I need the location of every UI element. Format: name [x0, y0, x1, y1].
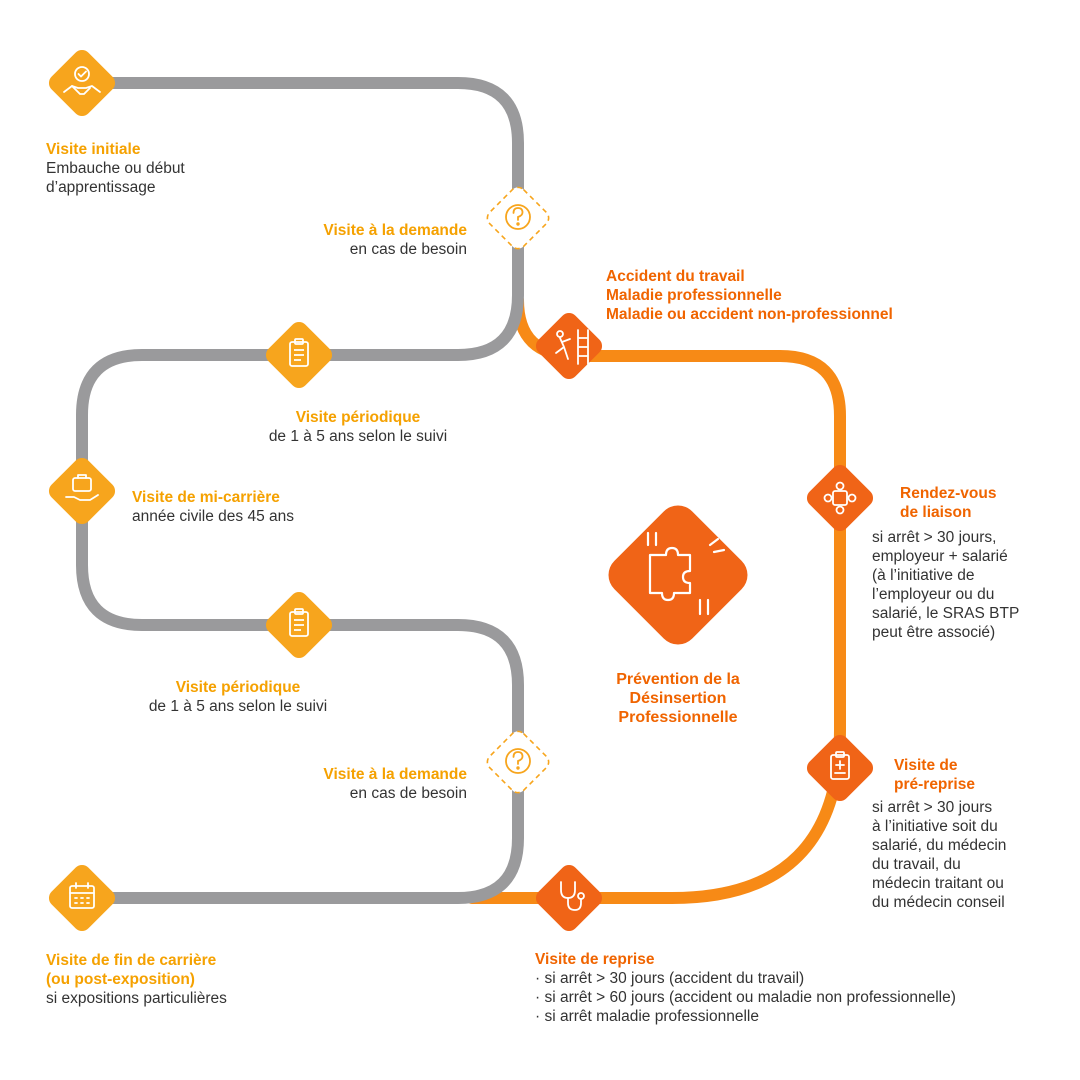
desc: si arrêt > 30 jours à l’initiative soit … [872, 799, 1007, 911]
node-periodique-2[interactable] [262, 588, 336, 662]
node-mi-carriere[interactable] [45, 454, 119, 528]
node-demande-2[interactable] [484, 728, 552, 796]
node-demande-1[interactable] [484, 184, 552, 252]
label-prevention: Prévention de la Désinsertion Profession… [616, 671, 740, 726]
title: Visite de mi-carrière [132, 489, 280, 506]
label-reprise: Visite de reprise · si arrêt > 30 jours … [535, 950, 956, 1026]
clipboard-icon [289, 338, 309, 367]
line-3: Maladie ou accident non-professionnel [606, 306, 893, 323]
node-rendez-vous[interactable] [803, 461, 877, 535]
meeting-icon [823, 481, 857, 515]
desc: de 1 à 5 ans selon le suivi [148, 698, 328, 715]
title: Visite de pré-reprise [894, 757, 975, 793]
bullet-1: · si arrêt > 30 jours (accident du trava… [535, 970, 805, 987]
node-prevention[interactable] [600, 497, 756, 653]
desc: année civile des 45 ans [132, 508, 295, 525]
node-fin-carriere[interactable] [45, 861, 119, 935]
desc: si expositions particulières [46, 990, 227, 1007]
bullet-3: · si arrêt maladie professionnelle [535, 1008, 759, 1025]
title: Visite périodique [175, 679, 301, 696]
desc: si arrêt > 30 jours, employeur + salarié… [872, 529, 1020, 641]
label-accident: Accident du travail Maladie professionne… [606, 267, 893, 324]
label-demande-2: Visite à la demande en cas de besoin [323, 765, 467, 803]
title: Rendez-vous de liaison [900, 485, 997, 521]
question-icon [505, 204, 531, 230]
title: Visite à la demande [323, 222, 467, 239]
title: Visite initiale [46, 141, 141, 158]
title: Visite périodique [295, 409, 421, 426]
label-periodique-2: Visite périodique de 1 à 5 ans selon le … [100, 678, 376, 716]
node-accident[interactable] [532, 309, 606, 383]
question-icon [505, 748, 531, 774]
desc: en cas de besoin [349, 241, 467, 258]
label-pre-reprise: Visite de pré-reprise si arrêt > 30 jour… [872, 756, 1006, 912]
puzzle-hands-icon [646, 531, 726, 616]
label-mi-carriere: Visite de mi-carrière année civile des 4… [132, 488, 294, 526]
handshake-icon [63, 66, 101, 95]
label-periodique-1: Visite périodique de 1 à 5 ans selon le … [228, 408, 488, 446]
label-demande-1: Visite à la demande en cas de besoin [323, 221, 467, 259]
line-2: Maladie professionnelle [606, 287, 782, 304]
stethoscope-icon [560, 881, 585, 911]
fall-ladder-icon [555, 329, 589, 365]
briefcase-hand-icon [65, 474, 99, 501]
title: Visite de fin de carrière (ou post-expos… [46, 952, 217, 988]
title: Visite de reprise [535, 951, 655, 968]
clipboard-icon [289, 608, 309, 637]
label-fin-carriere: Visite de fin de carrière (ou post-expos… [46, 951, 227, 1008]
bullet-2: · si arrêt > 60 jours (accident ou malad… [535, 989, 956, 1006]
calendar-icon [69, 882, 95, 909]
label-visite-initiale: Visite initiale Embauche ou début d’appr… [46, 140, 185, 197]
node-periodique-1[interactable] [262, 318, 336, 392]
desc: en cas de besoin [349, 785, 467, 802]
medical-clipboard-icon [830, 751, 850, 780]
desc: Embauche ou début d’apprentissage [46, 160, 185, 196]
node-reprise[interactable] [532, 861, 606, 935]
desc: de 1 à 5 ans selon le suivi [268, 428, 448, 445]
title: Visite à la demande [323, 766, 467, 783]
node-visite-initiale[interactable] [45, 46, 119, 120]
node-pre-reprise[interactable] [803, 731, 877, 805]
label-rendez-vous: Rendez-vous de liaison si arrêt > 30 jou… [872, 484, 1019, 642]
line-1: Accident du travail [606, 268, 745, 285]
